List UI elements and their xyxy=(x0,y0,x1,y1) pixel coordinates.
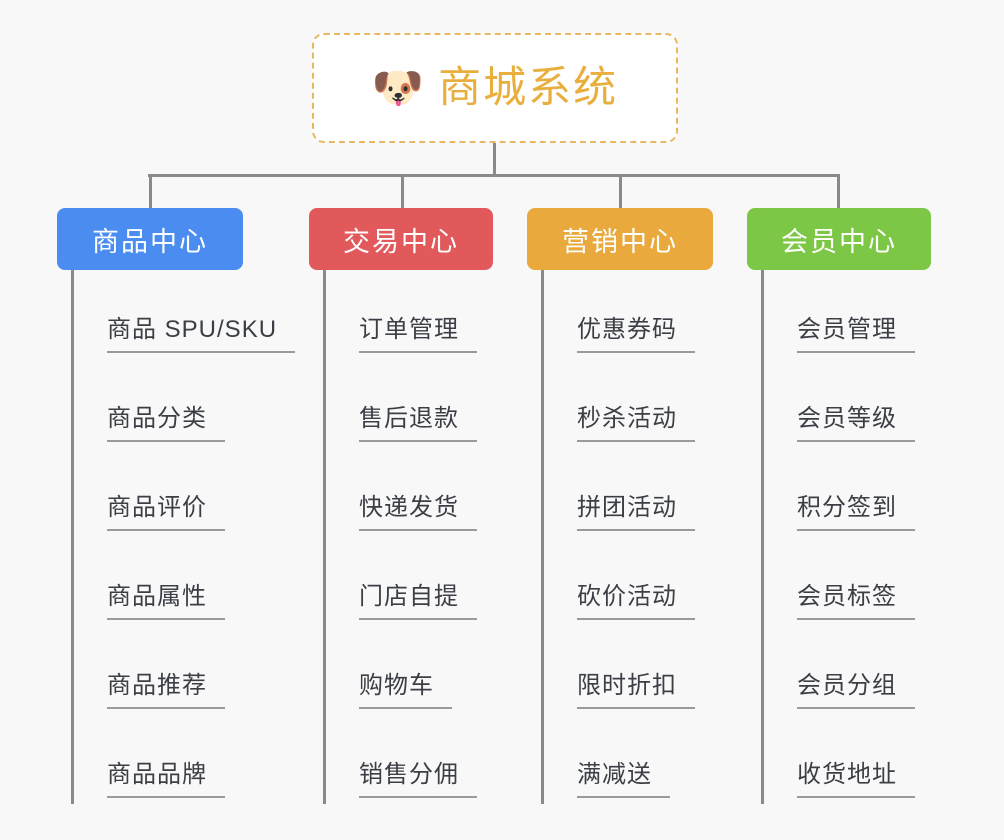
leaf-underline: 商品 SPU/SKU xyxy=(107,309,296,353)
leaf-item[interactable]: 会员管理 xyxy=(764,270,931,359)
category-header-member-center[interactable]: 会员中心 xyxy=(747,208,931,270)
leaf-underline: 销售分佣 xyxy=(359,754,477,798)
leaf-item[interactable]: 限时折扣 xyxy=(544,626,713,715)
connector-drop-1 xyxy=(149,174,152,209)
leaf-label: 商品品牌 xyxy=(107,761,207,788)
leaf-label: 门店自提 xyxy=(359,583,459,610)
leaf-item[interactable]: 秒杀活动 xyxy=(544,359,713,448)
leaf-label: 商品分类 xyxy=(107,405,207,432)
leaf-label: 购物车 xyxy=(359,672,434,699)
leaf-item[interactable]: 商品推荐 xyxy=(74,626,243,715)
leaf-label: 订单管理 xyxy=(359,316,459,343)
leaf-label: 商品评价 xyxy=(107,494,207,521)
leaf-underline: 会员等级 xyxy=(797,398,915,442)
leaf-item[interactable]: 优惠券码 xyxy=(544,270,713,359)
category-column-member-center: 会员中心会员管理会员等级积分签到会员标签会员分组收货地址 xyxy=(747,208,931,804)
root-title: 商城系统 xyxy=(438,63,619,112)
category-header-marketing-center[interactable]: 营销中心 xyxy=(527,208,713,270)
leaf-item[interactable]: 售后退款 xyxy=(326,359,493,448)
leaf-underline: 门店自提 xyxy=(359,576,477,620)
leaf-label: 会员等级 xyxy=(797,405,897,432)
leaf-item[interactable]: 会员标签 xyxy=(764,537,931,626)
leaf-label: 会员分组 xyxy=(797,672,897,699)
leaf-underline: 积分签到 xyxy=(797,487,915,531)
leaf-item[interactable]: 快递发货 xyxy=(326,448,493,537)
leaf-underline: 订单管理 xyxy=(359,309,477,353)
leaf-list-member-center: 会员管理会员等级积分签到会员标签会员分组收货地址 xyxy=(761,270,931,804)
leaf-item[interactable]: 销售分佣 xyxy=(326,715,493,804)
leaf-underline: 售后退款 xyxy=(359,398,477,442)
root-node[interactable]: 🐶 商城系统 xyxy=(312,33,678,143)
leaf-label: 商品推荐 xyxy=(107,672,207,699)
connector-drop-4 xyxy=(837,174,840,209)
category-header-trade-center[interactable]: 交易中心 xyxy=(309,208,493,270)
leaf-label: 满减送 xyxy=(577,761,652,788)
leaf-underline: 购物车 xyxy=(359,665,452,709)
leaf-underline: 拼团活动 xyxy=(577,487,695,531)
leaf-item[interactable]: 商品分类 xyxy=(74,359,243,448)
connector-drop-2 xyxy=(401,174,404,209)
leaf-underline: 满减送 xyxy=(577,754,670,798)
leaf-underline: 优惠券码 xyxy=(577,309,695,353)
shiba-dog-icon: 🐶 xyxy=(371,64,425,111)
leaf-label: 优惠券码 xyxy=(577,316,677,343)
leaf-list-product-center: 商品 SPU/SKU 商品分类商品评价商品属性商品推荐商品品牌 xyxy=(71,270,296,804)
leaf-underline: 会员管理 xyxy=(797,309,915,353)
leaf-item[interactable]: 商品评价 xyxy=(74,448,243,537)
leaf-underline: 商品品牌 xyxy=(107,754,225,798)
connector-horizontal-bus xyxy=(148,174,838,177)
leaf-item[interactable]: 会员分组 xyxy=(764,626,931,715)
leaf-item[interactable]: 订单管理 xyxy=(326,270,493,359)
leaf-underline: 商品属性 xyxy=(107,576,225,620)
category-column-product-center: 商品中心商品 SPU/SKU 商品分类商品评价商品属性商品推荐商品品牌 xyxy=(57,208,296,804)
leaf-label: 售后退款 xyxy=(359,405,459,432)
leaf-list-marketing-center: 优惠券码秒杀活动拼团活动砍价活动限时折扣满减送 xyxy=(541,270,713,804)
leaf-item[interactable]: 收货地址 xyxy=(764,715,931,804)
leaf-label: 商品属性 xyxy=(107,583,207,610)
leaf-underline: 收货地址 xyxy=(797,754,915,798)
leaf-underline: 砍价活动 xyxy=(577,576,695,620)
leaf-item[interactable]: 商品品牌 xyxy=(74,715,243,804)
leaf-item[interactable]: 拼团活动 xyxy=(544,448,713,537)
leaf-label: 会员标签 xyxy=(797,583,897,610)
leaf-label: 商品 SPU/SKU xyxy=(107,316,278,343)
category-header-product-center[interactable]: 商品中心 xyxy=(57,208,243,270)
leaf-label: 拼团活动 xyxy=(577,494,677,521)
leaf-label: 收货地址 xyxy=(797,761,897,788)
leaf-label: 限时折扣 xyxy=(577,672,677,699)
leaf-label: 秒杀活动 xyxy=(577,405,677,432)
leaf-underline: 快递发货 xyxy=(359,487,477,531)
leaf-item[interactable]: 会员等级 xyxy=(764,359,931,448)
leaf-item[interactable]: 购物车 xyxy=(326,626,493,715)
leaf-label: 快递发货 xyxy=(359,494,459,521)
connector-root-stem xyxy=(493,143,496,176)
leaf-item[interactable]: 商品 SPU/SKU xyxy=(74,270,296,359)
leaf-label: 积分签到 xyxy=(797,494,897,521)
leaf-underline: 秒杀活动 xyxy=(577,398,695,442)
connector-drop-3 xyxy=(619,174,622,209)
leaf-list-trade-center: 订单管理售后退款快递发货门店自提购物车销售分佣 xyxy=(323,270,493,804)
leaf-underline: 会员分组 xyxy=(797,665,915,709)
leaf-label: 销售分佣 xyxy=(359,761,459,788)
leaf-underline: 限时折扣 xyxy=(577,665,695,709)
category-column-trade-center: 交易中心订单管理售后退款快递发货门店自提购物车销售分佣 xyxy=(309,208,493,804)
category-column-marketing-center: 营销中心优惠券码秒杀活动拼团活动砍价活动限时折扣满减送 xyxy=(527,208,713,804)
leaf-label: 会员管理 xyxy=(797,316,897,343)
leaf-item[interactable]: 满减送 xyxy=(544,715,713,804)
leaf-item[interactable]: 积分签到 xyxy=(764,448,931,537)
leaf-item[interactable]: 门店自提 xyxy=(326,537,493,626)
leaf-underline: 商品分类 xyxy=(107,398,225,442)
leaf-item[interactable]: 砍价活动 xyxy=(544,537,713,626)
leaf-label: 砍价活动 xyxy=(577,583,677,610)
leaf-item[interactable]: 商品属性 xyxy=(74,537,243,626)
leaf-underline: 会员标签 xyxy=(797,576,915,620)
leaf-underline: 商品推荐 xyxy=(107,665,225,709)
leaf-underline: 商品评价 xyxy=(107,487,225,531)
